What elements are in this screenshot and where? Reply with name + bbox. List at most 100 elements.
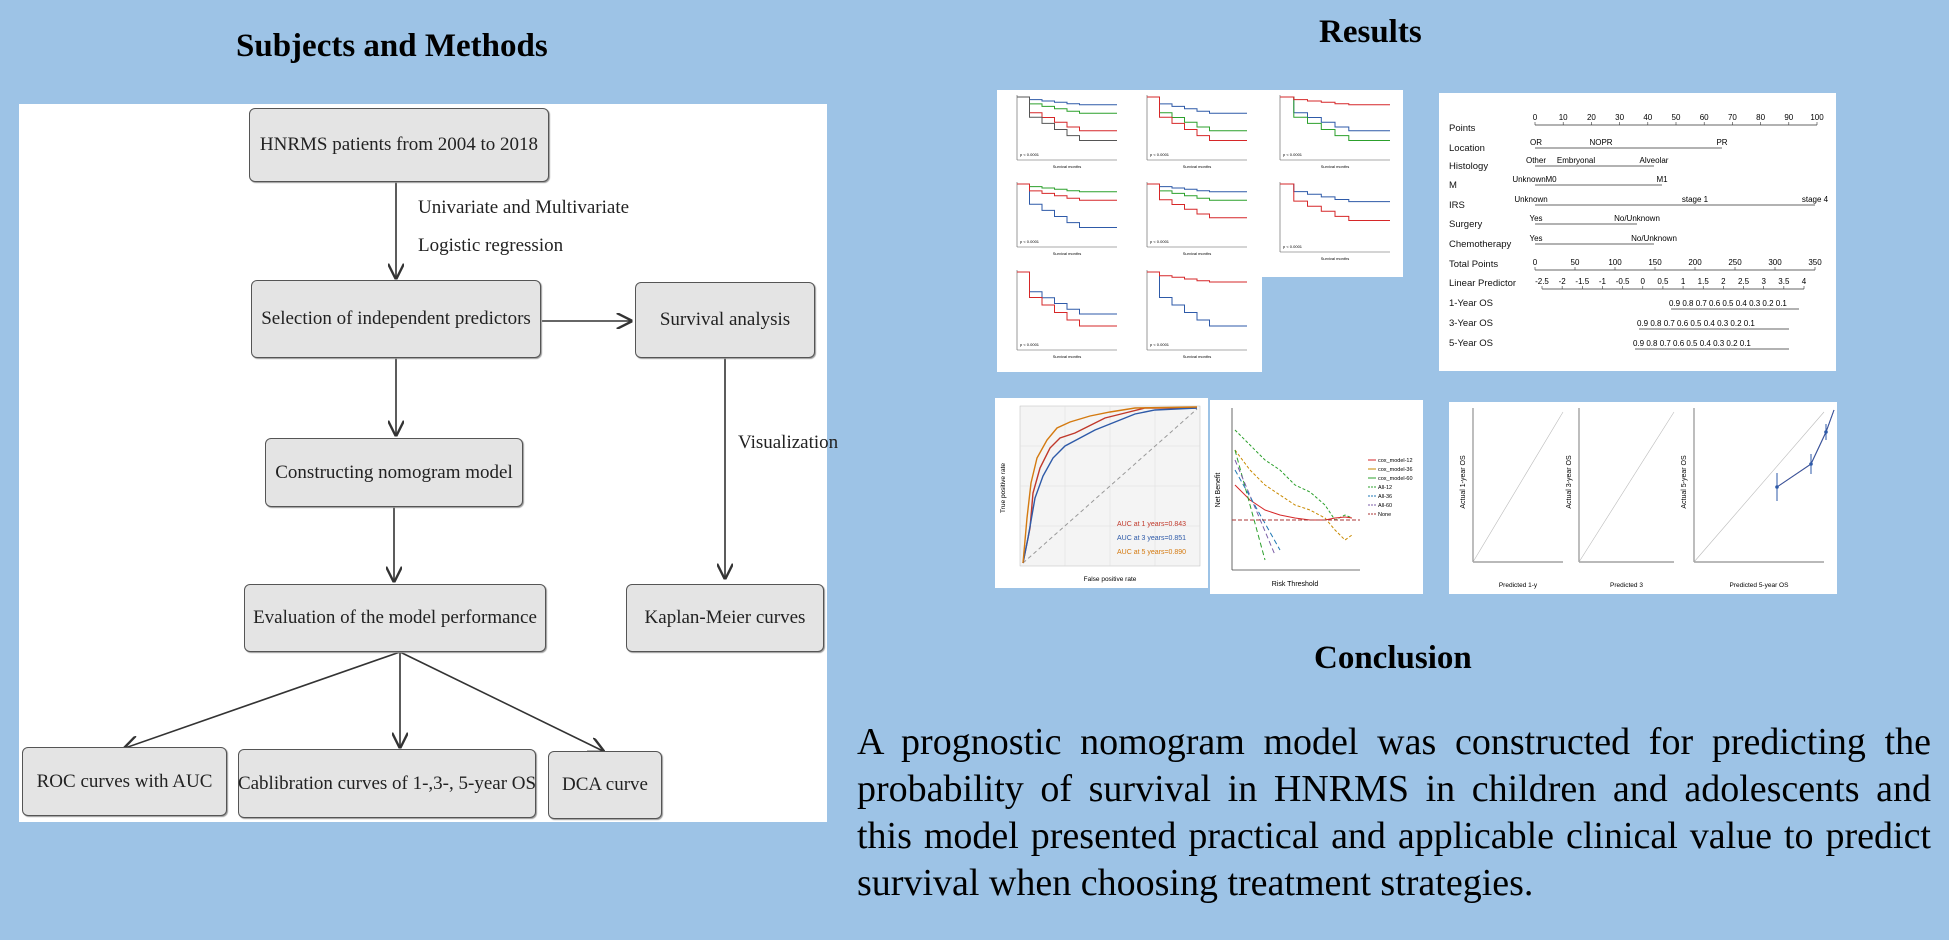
nomogram-tick: 0 [1533, 113, 1538, 122]
nomogram-category: stage 4 [1802, 195, 1829, 204]
nomogram-tick: -1.5 [1575, 277, 1589, 286]
dca-legend-item: All-60 [1378, 503, 1392, 509]
km-curve [1017, 96, 1117, 114]
km-curve [1147, 96, 1247, 114]
dca-chart: Risk Threshold Net Benefit cox_model-12c… [1215, 408, 1413, 588]
roc-box: ROC curves with AUC [22, 747, 227, 816]
roc-ylabel: True positive rate [1000, 463, 1007, 513]
km-xlabel: Survival months [1183, 354, 1211, 359]
km-curve [1147, 271, 1247, 283]
dca-legend-item: None [1378, 512, 1391, 518]
kaplan-meier-box: Kaplan-Meier curves [626, 584, 824, 652]
dca-ylabel: Net Benefit [1215, 473, 1222, 508]
roc-legend-3: AUC at 3 years=0.851 [1117, 535, 1186, 542]
roc-xlabel: False positive rate [1084, 576, 1137, 583]
nomogram-tick: 30 [1615, 113, 1624, 122]
km-curve [1280, 96, 1390, 106]
dca-legend-item: All-36 [1378, 494, 1392, 500]
calibration-ylabel: Actual 5-year OS [1681, 455, 1688, 509]
km-curve [1280, 183, 1390, 203]
nomogram-category: OR [1530, 138, 1542, 147]
km-curve [1017, 183, 1117, 201]
km-curve [1280, 96, 1390, 132]
nomogram-scales: PointsLocationHistologyMIRSSurgeryChemot… [1449, 113, 1829, 350]
nomogram-category: Yes [1529, 214, 1542, 223]
nomogram-row-label: Total Points [1449, 259, 1498, 270]
flowchart-arrows [19, 182, 827, 822]
nomogram-category: M0 [1545, 175, 1557, 184]
patients-box: HNRMS patients from 2004 to 2018 [249, 108, 549, 182]
dca-legend-item: cox_model-12 [1378, 458, 1413, 464]
nomogram-row-label: Surgery [1449, 219, 1483, 230]
nomogram-os-scale: 0.9 0.8 0.7 0.6 0.5 0.4 0.3 0.2 0.1 [1637, 319, 1755, 328]
nomogram-row-label: 5-Year OS [1449, 338, 1493, 349]
nomogram-tick: -0.5 [1616, 277, 1630, 286]
nomogram-tick: 0 [1533, 258, 1538, 267]
nomogram-tick: 10 [1559, 113, 1568, 122]
nomogram-tick: 300 [1768, 258, 1782, 267]
nomogram-tick: 2 [1721, 277, 1726, 286]
km-pvalue: p < 0.0001 [1283, 244, 1303, 249]
km-curve [1017, 96, 1117, 106]
nomogram-os-scale: 0.9 0.8 0.7 0.6 0.5 0.4 0.3 0.2 0.1 [1669, 299, 1787, 308]
nomogram-tick: 3.5 [1778, 277, 1790, 286]
nomogram-tick: 50 [1672, 113, 1681, 122]
nomogram-category: No/Unknown [1614, 214, 1660, 223]
nomogram-category: Other [1526, 156, 1546, 165]
calibration-ylabel: Actual 1-year OS [1460, 455, 1467, 509]
nomogram-tick: 0.5 [1657, 277, 1669, 286]
km-curve [1280, 183, 1390, 221]
km-curve [1147, 96, 1247, 141]
km-xlabel: Survival months [1183, 251, 1211, 256]
survival-analysis-box: Survival analysis [635, 282, 815, 358]
roc-legend-5: AUC at 5 years=0.890 [1117, 549, 1186, 556]
nomogram-tick: 0 [1641, 277, 1646, 286]
visualization-label: Visualization [738, 432, 839, 453]
km-pvalue: p < 0.0001 [1020, 342, 1040, 347]
results-heading: Results [1319, 14, 1422, 50]
km-curve [1017, 271, 1117, 315]
nomogram-tick: 90 [1784, 113, 1793, 122]
nomogram-tick: 200 [1688, 258, 1702, 267]
nomogram-tick: 4 [1802, 277, 1807, 286]
nomogram-row-label: 3-Year OS [1449, 318, 1493, 329]
nomogram-tick: 250 [1728, 258, 1742, 267]
km-xlabel: Survival months [1053, 251, 1081, 256]
km-curve [1147, 183, 1247, 219]
nomogram-tick: 2.5 [1738, 277, 1750, 286]
nomogram-category: No/Unknown [1631, 234, 1677, 243]
nomogram-tick: 80 [1756, 113, 1765, 122]
nomogram-box: Constructing nomogram model [265, 438, 523, 507]
nomogram-tick: 350 [1808, 258, 1822, 267]
nomogram-row-label: M [1449, 180, 1457, 191]
nomogram-row-label: 1-Year OS [1449, 298, 1493, 309]
nomogram-category: stage 1 [1682, 195, 1709, 204]
arrow-evaluation-to-roc [125, 651, 401, 748]
nomogram-category: Unknown [1512, 175, 1545, 184]
nomogram-tick: 70 [1728, 113, 1737, 122]
roc-figure: AUC at 1 years=0.843 AUC at 3 years=0.85… [995, 398, 1208, 588]
calibration-xlabel: Predicted 3 [1610, 582, 1643, 589]
nomogram-row-label: Location [1449, 143, 1485, 154]
km-pvalue: p < 0.0001 [1020, 152, 1040, 157]
nomogram-tick: 3 [1761, 277, 1766, 286]
km-curve [1280, 96, 1390, 141]
